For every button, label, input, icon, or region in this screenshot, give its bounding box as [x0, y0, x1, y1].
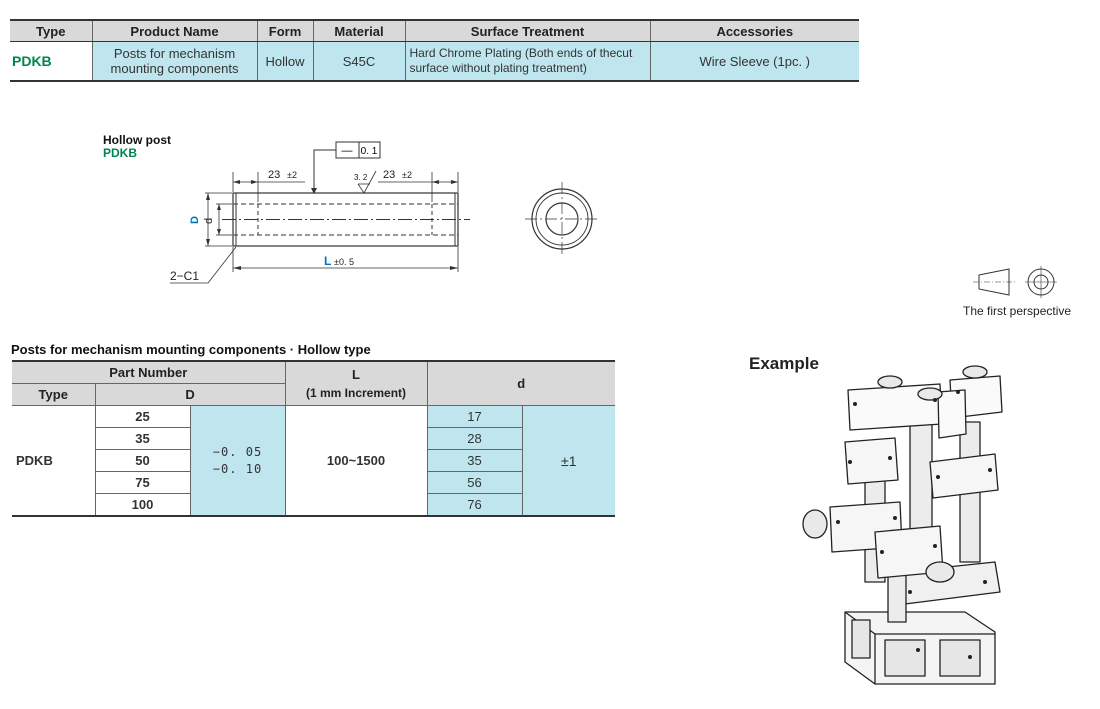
surface-finish-value: 3. 2 [354, 173, 368, 182]
chamfer-label: 2−C1 [170, 269, 199, 283]
part-number-table: Part Number L (1 mm Increment) d Type D … [12, 360, 616, 517]
header-D: D [94, 383, 286, 406]
assembly-bolts [836, 390, 992, 659]
dim-left-tol: ±2 [287, 170, 297, 180]
spec-type-code: PDKB [10, 41, 92, 82]
d-tolerance: ±1 [521, 405, 616, 517]
dim-left-value: 23 [268, 169, 280, 181]
table-row: 100 76 [12, 493, 615, 517]
table-row: 75 56 [12, 471, 615, 494]
table-row: 35 28 [12, 427, 615, 450]
spec-surface-line2: surface without plating treatment) [409, 61, 587, 75]
spec-header-row: Type Product Name Form Material Surface … [10, 19, 859, 42]
spec-header-material: Material [312, 19, 405, 42]
header-type: Type [12, 383, 95, 406]
D-value: 75 [94, 471, 190, 494]
post-side-view [222, 192, 470, 247]
d-value: 17 [426, 405, 523, 428]
diameter-dimensions: D d [189, 192, 232, 247]
spec-product-name: Posts for mechanism mounting components [91, 41, 257, 82]
label-L: L [324, 254, 331, 268]
post-end-view [525, 182, 599, 256]
spec-surface-line1: Hard Chrome Plating (Both ends of thecut [409, 46, 633, 60]
d-value: 28 [426, 427, 523, 450]
D-value: 35 [94, 427, 190, 450]
spec-surface-treatment: Hard Chrome Plating (Both ends of thecut… [404, 41, 650, 82]
D-tolerance: −0. 05 −0. 10 [189, 405, 286, 517]
part-table-title: Posts for mechanism mounting components … [11, 342, 371, 357]
spec-header-surface-treatment: Surface Treatment [404, 19, 650, 42]
d-value: 56 [426, 471, 523, 494]
tol-frame-symbol: — [342, 145, 353, 157]
part-header-row-2: Type D [12, 383, 615, 406]
spec-table: Type Product Name Form Material Surface … [10, 19, 859, 82]
assembly-cylinders [802, 365, 988, 583]
header-d: d [426, 360, 616, 406]
spec-material: S45C [312, 41, 405, 82]
drawing-title: Hollow post [103, 133, 171, 147]
header-part-number: Part Number [12, 360, 286, 384]
surface-finish-icon [357, 170, 377, 194]
tol-frame-value: 0. 1 [361, 146, 378, 157]
first-perspective-icon [973, 266, 1057, 298]
spec-header-form: Form [256, 19, 313, 42]
D-value: 25 [94, 405, 190, 428]
D-value: 100 [94, 493, 190, 517]
spec-product-name-line2: mounting components [110, 61, 239, 76]
D-tol-line1: −0. 05 [212, 444, 263, 459]
spec-product-name-line1: Posts for mechanism [113, 46, 236, 61]
spec-header-accessories: Accessories [649, 19, 859, 42]
label-D: D [189, 216, 201, 224]
example-assembly-illustration [802, 365, 1003, 685]
tolerance-frame: — 0. 1 [311, 141, 381, 194]
top-dimensions: 23 ±2 23 ±2 3. 2 [232, 169, 459, 202]
drawing-code: PDKB [103, 146, 138, 160]
label-L-tol: ±0. 5 [334, 257, 354, 267]
header-L-label: L [352, 366, 360, 382]
d-value: 35 [426, 449, 523, 472]
table-row: 50 35 [12, 449, 615, 472]
first-perspective-label: The first perspective [963, 304, 1072, 318]
dim-right-tol: ±2 [402, 170, 412, 180]
part-type-code: PDKB [12, 405, 95, 517]
part-header-row-1: Part Number L (1 mm Increment) d [12, 360, 616, 406]
assembly-mid-blocks [829, 437, 999, 579]
header-L: L (1 mm Increment) [284, 360, 428, 406]
spec-form: Hollow [256, 41, 313, 82]
d-value: 76 [426, 493, 523, 517]
spec-header-type: Type [10, 19, 92, 42]
example-label: Example [749, 354, 819, 373]
chamfer-leader: 2−C1 [170, 246, 237, 284]
D-tol-line2: −0. 10 [212, 461, 263, 476]
label-d: d [203, 218, 215, 224]
assembly-base [844, 611, 996, 685]
hollow-post-drawing: — 0. 1 23 ±2 23 ±2 3. 2 [170, 141, 599, 284]
dim-right-value: 23 [383, 169, 395, 181]
spec-header-product-name: Product Name [91, 19, 257, 42]
D-value: 50 [94, 449, 190, 472]
length-dimension: L ±0. 5 [232, 247, 459, 272]
spec-row: PDKB Posts for mechanism mounting compon… [10, 41, 859, 82]
table-row: PDKB 25 −0. 05 −0. 10 100~1500 17 ±1 [12, 405, 616, 517]
header-L-sub: (1 mm Increment) [306, 385, 407, 400]
L-range: 100~1500 [284, 405, 428, 517]
spec-accessories: Wire Sleeve (1pc. ) [649, 41, 859, 82]
